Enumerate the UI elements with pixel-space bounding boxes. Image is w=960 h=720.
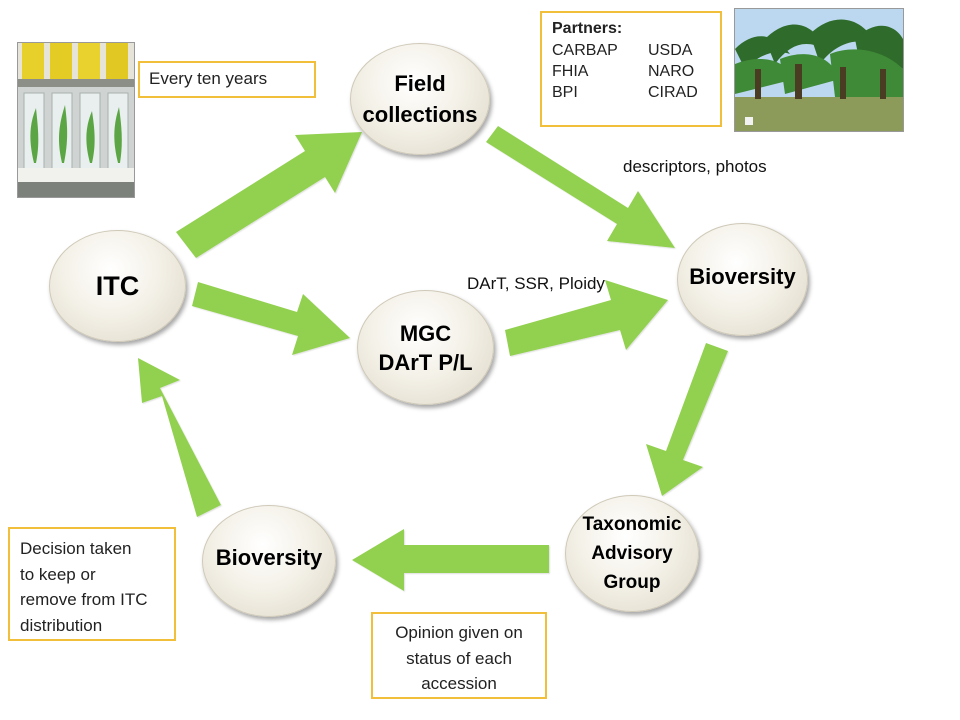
partners-list: CARBAP USDA FHIA NARO BPI CIRAD xyxy=(552,42,720,102)
descriptors-label: descriptors, photos xyxy=(623,157,767,176)
arrow-itc-to-field xyxy=(176,132,362,258)
bioversity-right-node: Bioversity xyxy=(677,223,808,336)
itc-node: ITC xyxy=(49,230,186,342)
field-collections-line-1: Field xyxy=(394,71,446,96)
opinion-box: Opinion given on status of each accessio… xyxy=(371,612,547,699)
opinion-line-3: accession xyxy=(421,674,497,693)
bioversity-left-label: Bioversity xyxy=(215,545,323,570)
opinion-line-2: status of each xyxy=(406,648,512,668)
banana-field-photo xyxy=(734,8,904,132)
partners-title: Partners: xyxy=(552,20,623,37)
partners-box: Partners: CARBAP USDA FHIA NARO BPI CIRA… xyxy=(540,11,722,127)
tag-line-2: Advisory xyxy=(591,543,673,564)
arrow-mgc-to-bioversity xyxy=(505,280,668,356)
field-collections-node: Field collections xyxy=(350,43,490,155)
partner-bpi: BPI xyxy=(552,84,578,101)
decision-box: Decision taken to keep or remove from IT… xyxy=(8,527,176,641)
partner-usda: USDA xyxy=(648,42,693,59)
arrow-bioversity-to-tag xyxy=(646,343,728,496)
mgc-node: MGC DArT P/L xyxy=(357,290,494,405)
partner-carbap: CARBAP xyxy=(552,42,618,59)
opinion-line-1: Opinion given on xyxy=(395,623,523,642)
every-ten-years-text: Every ten years xyxy=(149,69,268,88)
tag-line-1: Taxonomic xyxy=(582,514,682,535)
mgc-line-2: DArT P/L xyxy=(378,349,473,375)
decision-line-1: Decision taken xyxy=(20,539,132,558)
partner-naro: NARO xyxy=(648,63,695,80)
arrow-field-to-bioversity xyxy=(486,126,675,248)
in-vitro-tubes-photo xyxy=(17,42,135,198)
bioversity-right-label: Bioversity xyxy=(689,263,796,289)
tag-line-3: Group xyxy=(603,572,661,593)
partner-fhia: FHIA xyxy=(552,63,589,80)
mgc-line-1: MGC xyxy=(399,320,452,346)
arrow-tag-to-bioversity xyxy=(352,529,549,591)
decision-line-4: distribution xyxy=(20,615,103,635)
taxonomic-advisory-group-node: Taxonomic Advisory Group xyxy=(565,495,699,612)
dart-label: DArT, SSR, Ploidy xyxy=(467,274,605,293)
itc-label: ITC xyxy=(95,270,140,301)
arrow-itc-to-mgc xyxy=(192,282,350,355)
decision-line-2: to keep or xyxy=(20,564,96,584)
bioversity-left-node: Bioversity xyxy=(202,505,336,617)
decision-line-3: remove from ITC xyxy=(20,590,148,609)
arrow-bioversity-to-itc xyxy=(138,358,221,517)
field-collections-line-2: collections xyxy=(362,102,478,127)
every-ten-years-box: Every ten years xyxy=(138,61,316,98)
partner-cirad: CIRAD xyxy=(648,84,698,101)
